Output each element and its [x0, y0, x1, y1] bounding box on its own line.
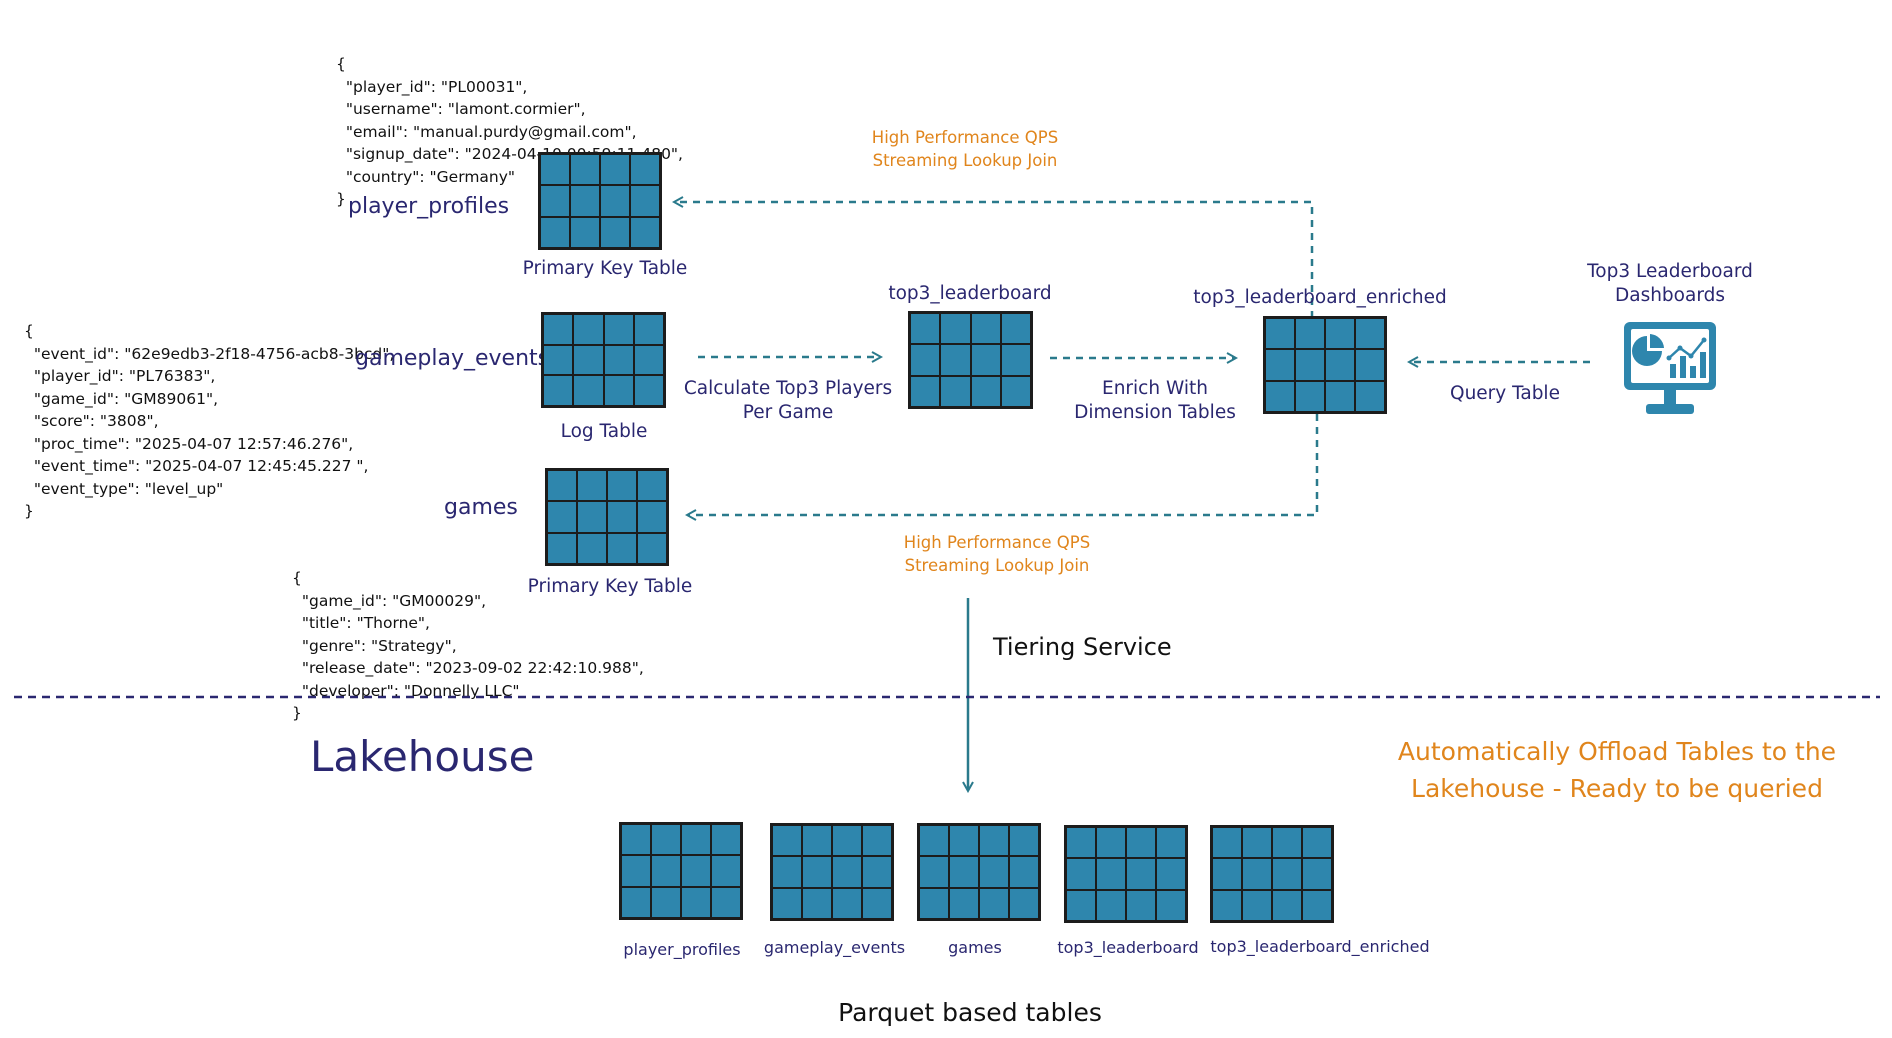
lookup-top-label: High Performance QPS Streaming Lookup Jo…	[830, 126, 1100, 172]
json-line: {	[292, 569, 302, 587]
json-line: }	[24, 502, 34, 520]
enrich-label-line2: Dimension Tables	[1074, 402, 1236, 423]
json-line: "developer": "Donnelly LLC"	[292, 681, 520, 700]
json-line: }	[336, 190, 346, 208]
calc-label: Calculate Top3 Players Per Game	[668, 377, 908, 425]
enrich-label: Enrich With Dimension Tables	[1050, 377, 1260, 425]
offload-line2: Lakehouse - Ready to be queried	[1411, 774, 1823, 803]
games-table-icon	[545, 468, 669, 566]
offload-label: Automatically Offload Tables to the Lake…	[1352, 733, 1882, 807]
top3-leaderboard-enriched-name: top3_leaderboard_enriched	[1193, 287, 1447, 308]
json-line: {	[336, 55, 346, 73]
query-label: Query Table	[1450, 383, 1560, 404]
dashboard-title-line1: Top3 Leaderboard	[1587, 261, 1753, 282]
lookup-bottom-arrow	[688, 414, 1319, 515]
lakehouse-title: Lakehouse	[310, 732, 535, 781]
json-line: "genre": "Strategy",	[292, 636, 457, 655]
games-name: games	[444, 495, 518, 520]
lakehouse-table-icon	[770, 823, 894, 921]
dashboard-title: Top3 Leaderboard Dashboards	[1560, 260, 1780, 308]
tiering-label: Tiering Service	[993, 633, 1172, 661]
offload-line1: Automatically Offload Tables to the	[1397, 737, 1837, 766]
games-sample: { "game_id": "GM00029", "title": "Thorne…	[292, 522, 644, 747]
enrich-label-line1: Enrich With	[1102, 378, 1208, 399]
json-line: }	[292, 704, 302, 722]
player-profiles-sample: { "player_id": "PL00031", "username": "l…	[336, 8, 683, 233]
json-line: "event_time": "2025-04-07 12:45:45.227 "…	[24, 457, 369, 475]
chart-monitor-icon	[1624, 322, 1716, 414]
lookup-bottom-line2: Streaming Lookup Join	[904, 556, 1090, 575]
player-profiles-table-icon	[538, 152, 662, 250]
gameplay-events-sample: { "event_id": "62e9edb3-2f18-4756-acb8-3…	[24, 275, 394, 545]
lookup-top-line2: Streaming Lookup Join	[872, 151, 1058, 170]
json-line: "player_id": "PL00031",	[336, 77, 528, 96]
lakehouse-table-label: player_profiles	[623, 940, 741, 959]
top3-leaderboard-table-icon	[908, 311, 1033, 409]
json-line: "player_id": "PL76383",	[24, 367, 216, 385]
dashboard-title-line2: Dashboards	[1614, 285, 1725, 306]
lakehouse-table-label: games	[948, 938, 1002, 957]
gameplay-events-type: Log Table	[560, 421, 648, 442]
lakehouse-table-icon	[619, 822, 743, 920]
calc-label-line1: Calculate Top3 Players	[683, 378, 893, 399]
lakehouse-table-label: gameplay_events	[763, 938, 906, 957]
top3-leaderboard-name: top3_leaderboard	[888, 283, 1052, 304]
json-line: "event_id": "62e9edb3-2f18-4756-acb8-3bc…	[24, 344, 395, 363]
lakehouse-table-label: top3_leaderboard	[1057, 938, 1199, 957]
json-line: "game_id": "GM00029",	[292, 591, 487, 610]
json-line: "country": "Germany"	[336, 167, 516, 186]
json-line: "title": "Thorne",	[292, 614, 430, 632]
gameplay-events-table-icon	[541, 312, 666, 408]
gameplay-events-name: gameplay_events	[355, 346, 550, 371]
json-line: {	[24, 322, 34, 340]
json-line: "email": "manual.purdy@gmail.com",	[336, 122, 637, 141]
json-line: "game_id": "GM89061",	[24, 389, 219, 408]
json-line: "proc_time": "2025-04-07 12:57:46.276",	[24, 434, 354, 453]
json-line: "score": "3808",	[24, 412, 159, 430]
top3-leaderboard-enriched-table-icon	[1263, 316, 1387, 414]
lookup-top-line1: High Performance QPS	[871, 128, 1059, 147]
lakehouse-table-icon	[1210, 825, 1334, 923]
player-profiles-type: Primary Key Table	[522, 258, 688, 279]
lakehouse-table-icon	[1064, 825, 1188, 923]
lookup-bottom-label: High Performance QPS Streaming Lookup Jo…	[862, 531, 1132, 577]
json-line: "username": "lamont.cormier",	[336, 100, 586, 118]
lakehouse-table-label: top3_leaderboard_enriched	[1210, 937, 1430, 956]
calc-label-line2: Per Game	[742, 402, 834, 423]
lookup-bottom-line1: High Performance QPS	[903, 533, 1091, 552]
player-profiles-name: player_profiles	[348, 194, 510, 219]
json-line: "event_type": "level_up"	[24, 479, 224, 498]
json-line: "release_date": "2023-09-02 22:42:10.988…	[292, 659, 644, 677]
games-type: Primary Key Table	[527, 576, 693, 597]
parquet-footer: Parquet based tables	[838, 998, 1102, 1027]
lakehouse-table-icon	[917, 823, 1041, 921]
